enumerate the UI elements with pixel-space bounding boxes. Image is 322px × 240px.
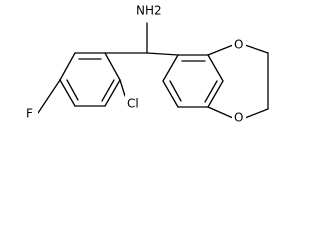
amine-label: NH2 bbox=[136, 4, 162, 18]
dioxine-ring bbox=[207, 44, 269, 119]
left-benzene-ring bbox=[59, 52, 121, 107]
methine-bonds bbox=[104, 22, 179, 56]
chemical-structure: NH2 Cl F O O bbox=[24, 2, 269, 127]
substituent-bonds bbox=[37, 79, 126, 114]
oxygen-top-label: O bbox=[234, 38, 243, 52]
chlorine-label: Cl bbox=[127, 97, 139, 111]
fluorine-label: F bbox=[26, 107, 33, 121]
atom-labels: NH2 Cl F O O bbox=[24, 2, 246, 127]
oxygen-bottom-label: O bbox=[234, 111, 243, 125]
right-benzene-ring bbox=[162, 54, 224, 108]
